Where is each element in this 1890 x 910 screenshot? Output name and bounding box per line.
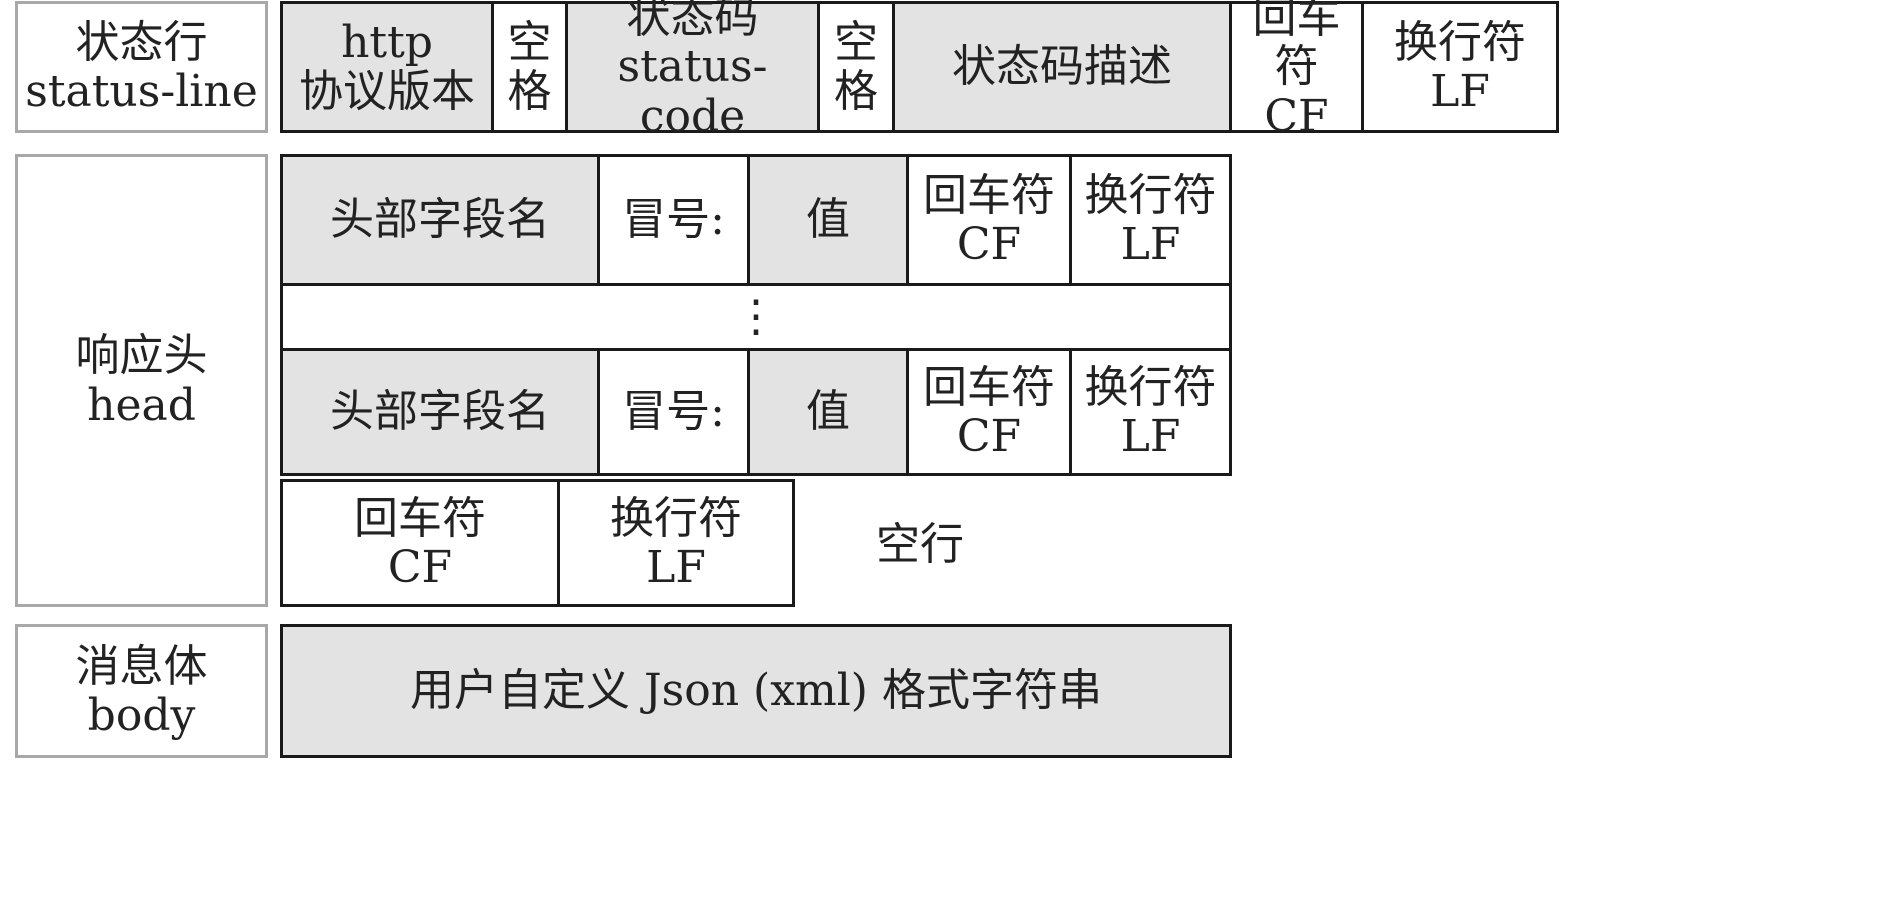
header-colon-cell: 冒号: [597, 348, 750, 476]
header-cr-cell: 回车符 CF [906, 154, 1072, 286]
header-lf-cell: 换行符 LF [1069, 154, 1232, 286]
header-field-name-cell: 头部字段名 [280, 348, 600, 476]
blank-line-lf-cell: 换行符 LF [557, 479, 795, 607]
header-cr-cell: 回车符 CF [906, 348, 1072, 476]
blank-line-cr-cell: 回车符 CF [280, 479, 560, 607]
body-label-en: body [87, 690, 196, 741]
head-label: 响应头 head [15, 154, 268, 607]
status-lf-cell: 换行符 LF [1361, 1, 1559, 133]
vertical-ellipsis-icon: ⋮ [734, 291, 778, 343]
body-label: 消息体 body [15, 624, 268, 758]
header-colon-cell: 冒号: [597, 154, 750, 286]
status-description-cell: 状态码描述 [892, 1, 1232, 133]
header-lf-cell: 换行符 LF [1069, 348, 1232, 476]
head-label-cn: 响应头 [75, 330, 208, 382]
space-cell-2: 空 格 [817, 1, 895, 133]
head-label-en: head [87, 379, 196, 431]
status-line-label-en: status-line [25, 66, 258, 117]
body-label-cn: 消息体 [75, 640, 208, 692]
status-cr-cell: 回车符 CF [1229, 0, 1364, 141]
space-cell-1: 空 格 [491, 1, 568, 133]
header-ellipsis-row: ⋮ [280, 283, 1232, 351]
status-code-cell: 状态码 status-code [565, 0, 820, 141]
body-content-cell: 用户自定义 Json (xml) 格式字符串 [280, 624, 1232, 758]
header-value-cell: 值 [747, 348, 909, 476]
header-field-name-cell: 头部字段名 [280, 154, 600, 286]
status-line-label: 状态行 status-line [15, 1, 268, 133]
blank-line-label: 空行 [876, 519, 964, 571]
status-line-label-cn: 状态行 [75, 16, 208, 68]
http-version-cell: http 协议版本 [280, 1, 494, 133]
header-value-cell: 值 [747, 154, 909, 286]
